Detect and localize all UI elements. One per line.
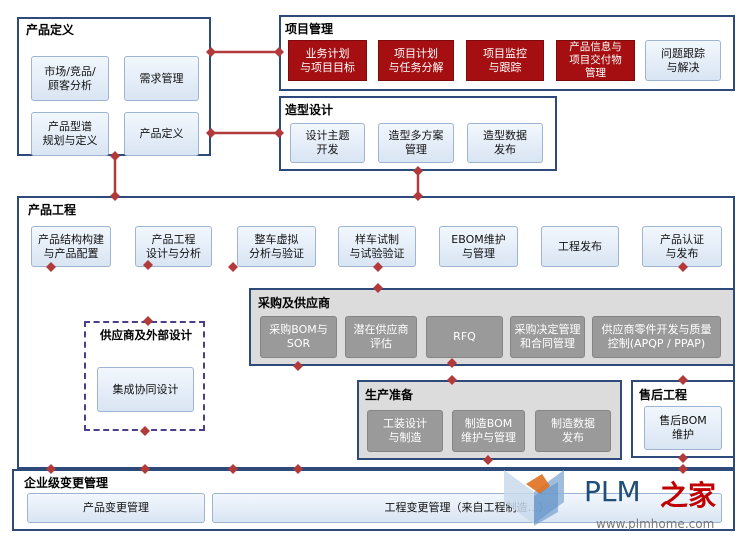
project-plan-box[interactable]: 项目计划 与任务分解 bbox=[378, 40, 454, 81]
styling-design-title: 造型设计 bbox=[285, 103, 334, 117]
product-definition-title: 产品定义 bbox=[26, 23, 75, 37]
supplier-external-design-title: 供应商及外部设计 bbox=[100, 328, 192, 342]
product-certification-box[interactable]: 产品认证 与发布 bbox=[642, 226, 722, 267]
product-change-management-box[interactable]: 产品变更管理 bbox=[27, 493, 205, 523]
project-monitoring-box[interactable]: 项目监控 与跟踪 bbox=[466, 40, 544, 81]
product-lineup-planning-box[interactable]: 产品型谱 规划与定义 bbox=[31, 112, 109, 156]
production-prep-title: 生产准备 bbox=[365, 388, 414, 402]
product-structure-config-box[interactable]: 产品结构构建 与产品配置 bbox=[31, 226, 111, 267]
engineering-release-box[interactable]: 工程发布 bbox=[541, 226, 619, 267]
prototype-testing-box[interactable]: 样车试制 与试验验证 bbox=[338, 226, 416, 267]
aftersales-bom-box[interactable]: 售后BOM 维护 bbox=[644, 406, 722, 450]
procurement-title: 采购及供应商 bbox=[258, 296, 331, 310]
product-engineering-title: 产品工程 bbox=[28, 203, 77, 217]
project-management-title: 项目管理 bbox=[285, 22, 334, 36]
watermark-brand-suffix: 之家 bbox=[660, 479, 717, 512]
product-definition-box[interactable]: 产品定义 bbox=[124, 112, 199, 156]
vehicle-virtual-analysis-box[interactable]: 整车虚拟 分析与验证 bbox=[237, 226, 316, 267]
enterprise-change-title: 企业级变更管理 bbox=[24, 476, 109, 490]
mbom-maintenance-box[interactable]: 制造BOM 维护与管理 bbox=[452, 410, 525, 452]
requirements-management-box[interactable]: 需求管理 bbox=[124, 56, 199, 101]
integrated-collab-design-box[interactable]: 集成协同设计 bbox=[97, 367, 194, 412]
design-theme-box[interactable]: 设计主题 开发 bbox=[290, 123, 365, 163]
watermark-brand: PLM bbox=[584, 475, 641, 508]
product-engineering-design-box[interactable]: 产品工程 设计与分析 bbox=[135, 226, 212, 267]
issue-tracking-box[interactable]: 问题跟踪 与解决 bbox=[645, 40, 721, 81]
business-plan-box[interactable]: 业务计划 与项目目标 bbox=[288, 40, 367, 81]
after-sales-title: 售后工程 bbox=[639, 388, 688, 402]
product-info-deliverables-box[interactable]: 产品信息与 项目交付物 管理 bbox=[556, 40, 635, 81]
rfq-box[interactable]: RFQ bbox=[426, 316, 503, 358]
supplier-part-quality-box[interactable]: 供应商零件开发与质量 控制(APQP / PPAP) bbox=[592, 316, 721, 358]
potential-supplier-eval-box[interactable]: 潜在供应商 评估 bbox=[345, 316, 417, 358]
manufacturing-data-release-box[interactable]: 制造数据 发布 bbox=[535, 410, 611, 452]
plmhome-logo-icon bbox=[504, 470, 564, 526]
purchase-decision-contract-box[interactable]: 采购决定管理 和合同管理 bbox=[510, 316, 585, 358]
tooling-design-box[interactable]: 工装设计 与制造 bbox=[367, 410, 443, 452]
styling-scheme-box[interactable]: 造型多方案 管理 bbox=[378, 123, 454, 163]
purchase-bom-sor-box[interactable]: 采购BOM与 SOR bbox=[260, 316, 337, 358]
styling-data-release-box[interactable]: 造型数据 发布 bbox=[467, 123, 543, 163]
market-competitor-customer-analysis-box[interactable]: 市场/竞品/ 顾客分析 bbox=[31, 56, 109, 101]
ebom-maintenance-box[interactable]: EBOM维护 与管理 bbox=[439, 226, 518, 267]
watermark-url: www.plmhome.com bbox=[596, 517, 715, 531]
